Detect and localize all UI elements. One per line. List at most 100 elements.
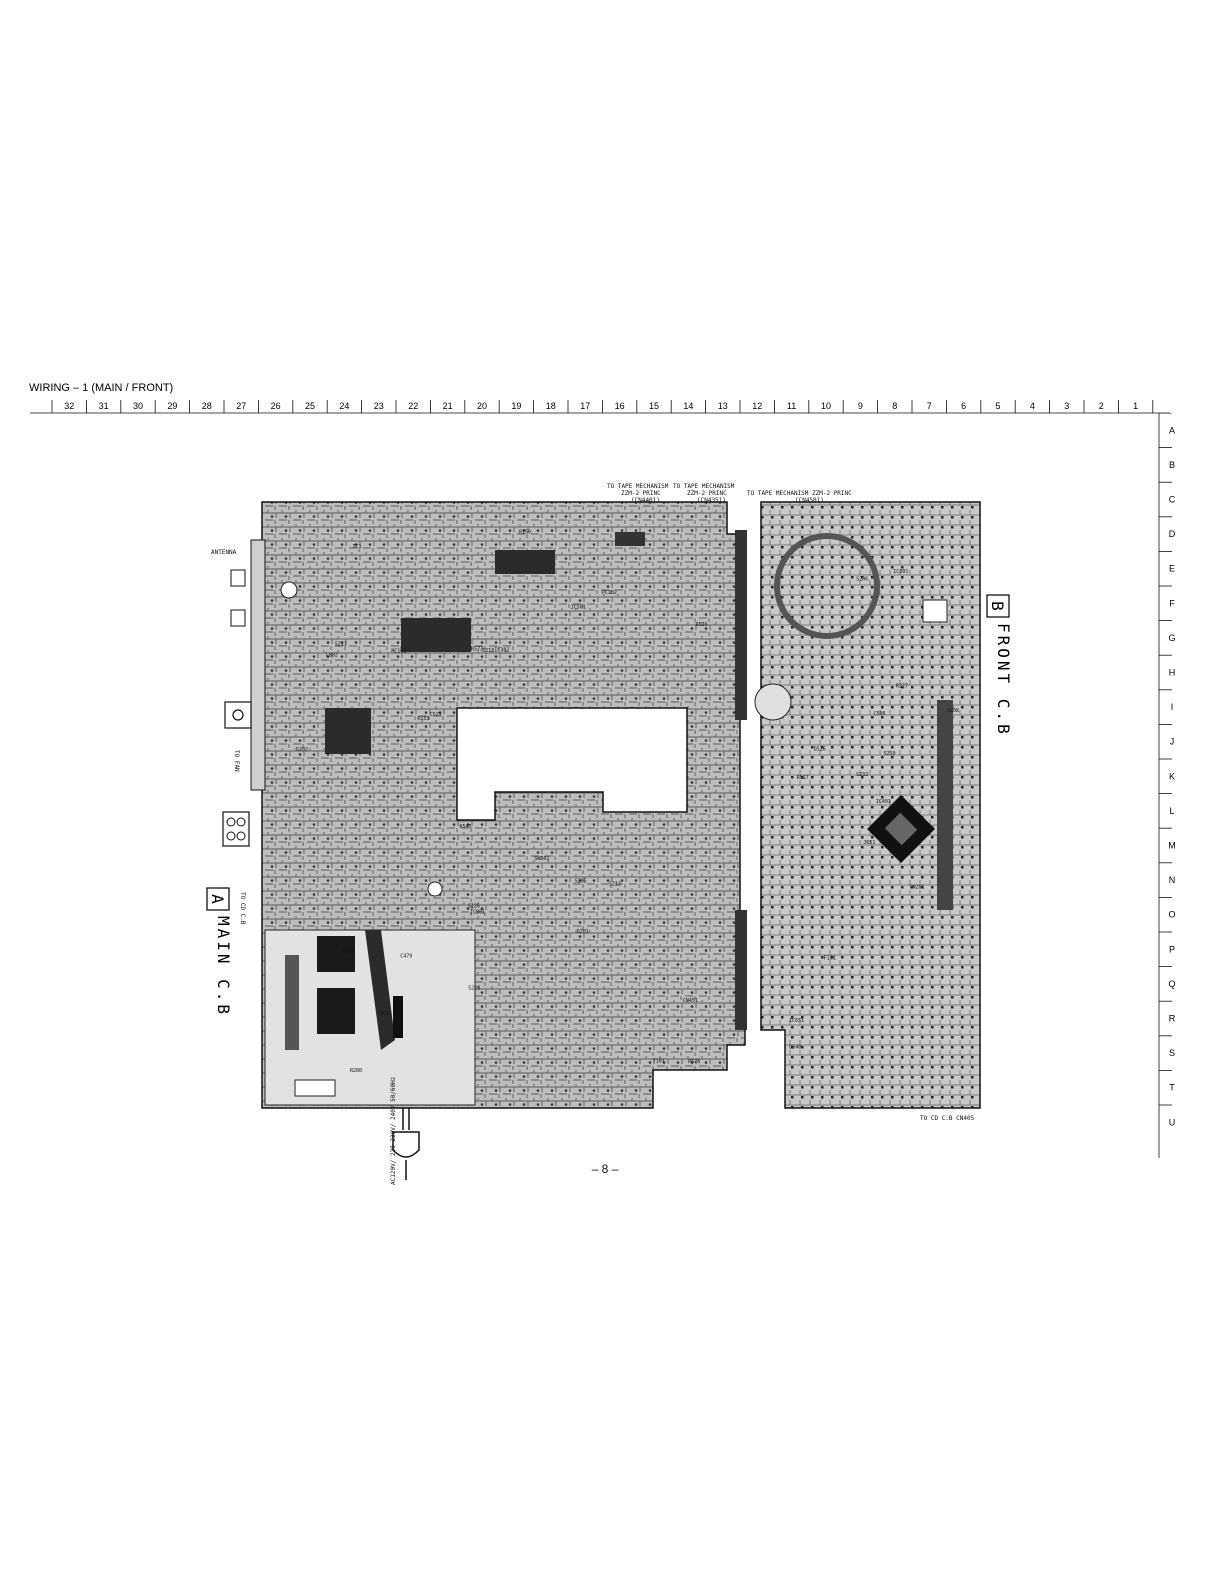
- component-r573: R573: [471, 646, 483, 652]
- front-board-outline: [760, 501, 981, 1109]
- tape2-callout: TO TAPE MECHANISM: [673, 483, 735, 490]
- row-label-M: M: [1168, 841, 1176, 851]
- component-ic301: IC301: [893, 569, 908, 575]
- component-s232: S232: [856, 772, 868, 778]
- component-s205: S205: [575, 878, 587, 884]
- component-d542: D542: [380, 1011, 392, 1017]
- component-r153: R153: [417, 716, 429, 722]
- tape2-sub: ZZM-2 PRINC: [687, 490, 727, 497]
- component-s211: S211: [335, 641, 347, 647]
- component-r526: R526: [696, 622, 708, 628]
- component-s208: S208: [947, 708, 959, 714]
- ac-power-label: AC120V/ 220-230V/ 240V 50/60Hz: [390, 1076, 397, 1185]
- column-label-20: 20: [477, 401, 487, 411]
- column-label-2: 2: [1099, 401, 1104, 411]
- component-ic651: IC651: [789, 1018, 804, 1024]
- main-board-label: A MAIN C.B: [206, 887, 233, 1017]
- column-label-16: 16: [615, 401, 625, 411]
- component-s212: S212: [609, 882, 621, 888]
- page-number: – 8 –: [591, 1162, 619, 1176]
- main-board-name: MAIN C.B: [214, 916, 233, 1017]
- front-board-letter: B: [988, 601, 1007, 611]
- column-label-22: 22: [408, 401, 418, 411]
- row-label-S: S: [1169, 1048, 1175, 1058]
- column-label-14: 14: [683, 401, 693, 411]
- row-label-J: J: [1170, 737, 1175, 747]
- row-label-D: D: [1169, 529, 1176, 539]
- row-label-E: E: [1169, 564, 1175, 574]
- tape1-callout: TO TAPE MECHANISM: [607, 483, 669, 490]
- row-label-T: T: [1169, 1083, 1175, 1093]
- to-cd-left-label: TO CD C.B: [239, 892, 246, 925]
- tape-callouts: TO TAPE MECHANISM ZZM-2 PRINC (CN4401) T…: [607, 483, 975, 1122]
- column-label-8: 8: [892, 401, 897, 411]
- row-label-P: P: [1169, 944, 1175, 954]
- column-label-21: 21: [443, 401, 453, 411]
- component-s202: S202: [296, 747, 308, 753]
- column-label-13: 13: [718, 401, 728, 411]
- row-label-I: I: [1171, 702, 1174, 712]
- column-label-23: 23: [374, 401, 384, 411]
- column-label-28: 28: [202, 401, 212, 411]
- row-label-F: F: [1169, 598, 1175, 608]
- column-label-26: 26: [271, 401, 281, 411]
- component-pc101: PC101: [391, 649, 406, 655]
- row-label-B: B: [1169, 460, 1175, 470]
- column-label-15: 15: [649, 401, 659, 411]
- component-pc102: PC102: [602, 590, 617, 596]
- component-r527: R527: [797, 775, 809, 781]
- front-board-name: FRONT C.B: [994, 623, 1013, 737]
- column-label-17: 17: [580, 401, 590, 411]
- component-r227: R227: [896, 683, 908, 689]
- component-ic302: IC302: [494, 648, 509, 654]
- column-label-12: 12: [752, 401, 762, 411]
- component-c479: C479: [400, 954, 412, 960]
- column-label-11: 11: [787, 401, 796, 411]
- column-label-31: 31: [99, 401, 109, 411]
- component-c525: C525: [430, 712, 442, 718]
- component-f101: F101: [824, 955, 836, 961]
- row-label-A: A: [1169, 425, 1175, 435]
- column-label-1: 1: [1133, 401, 1138, 411]
- tape3-ref: (CN4501): [795, 497, 824, 504]
- row-label-G: G: [1168, 633, 1175, 643]
- row-label-C: C: [1169, 495, 1176, 505]
- component-d526: D526: [814, 746, 826, 752]
- connector-comb-top: [735, 530, 747, 720]
- column-label-4: 4: [1030, 401, 1035, 411]
- component-j651: J651: [863, 840, 875, 846]
- row-label-Q: Q: [1168, 979, 1175, 989]
- component-r150: R150: [519, 530, 531, 536]
- component-c505: C505: [343, 949, 355, 955]
- component-d540: D540: [789, 1045, 801, 1051]
- connector-comb-bottom: [735, 910, 747, 1030]
- column-label-30: 30: [133, 401, 143, 411]
- column-label-5: 5: [995, 401, 1000, 411]
- row-label-H: H: [1169, 668, 1176, 678]
- column-label-27: 27: [236, 401, 246, 411]
- component-sw301: SW301: [534, 856, 549, 862]
- tape3-callout: TO TAPE MECHANISM ZZM-2 PRINC: [747, 490, 852, 497]
- board-cutout: [456, 707, 688, 821]
- component-ic801: IC801: [470, 910, 485, 916]
- row-label-R: R: [1169, 1014, 1176, 1024]
- main-board-letter: A: [208, 894, 227, 904]
- tape2-ref: (CN4351): [697, 497, 726, 504]
- component-r545: R545: [460, 824, 472, 830]
- component-labels: J651L802IC801IC651SW301C479IC301IC302IC5…: [296, 530, 959, 1074]
- column-label-3: 3: [1064, 401, 1069, 411]
- column-label-25: 25: [305, 401, 315, 411]
- page-title: WIRING – 1 (MAIN / FRONT): [29, 382, 174, 394]
- column-label-18: 18: [546, 401, 556, 411]
- component-s206: S206: [856, 577, 868, 583]
- row-label-N: N: [1169, 875, 1176, 885]
- component-d201: D201: [577, 929, 589, 935]
- component-s226: S226: [468, 904, 480, 910]
- component-cn451: CN451: [683, 998, 698, 1004]
- component-l802: L802: [326, 653, 338, 659]
- tape1-ref: (CN4401): [631, 497, 660, 504]
- component-r528: R528: [688, 1059, 700, 1065]
- to-cd-callout: TO CD C.B CN405: [920, 1115, 975, 1122]
- component-cn201: CN201: [910, 885, 925, 891]
